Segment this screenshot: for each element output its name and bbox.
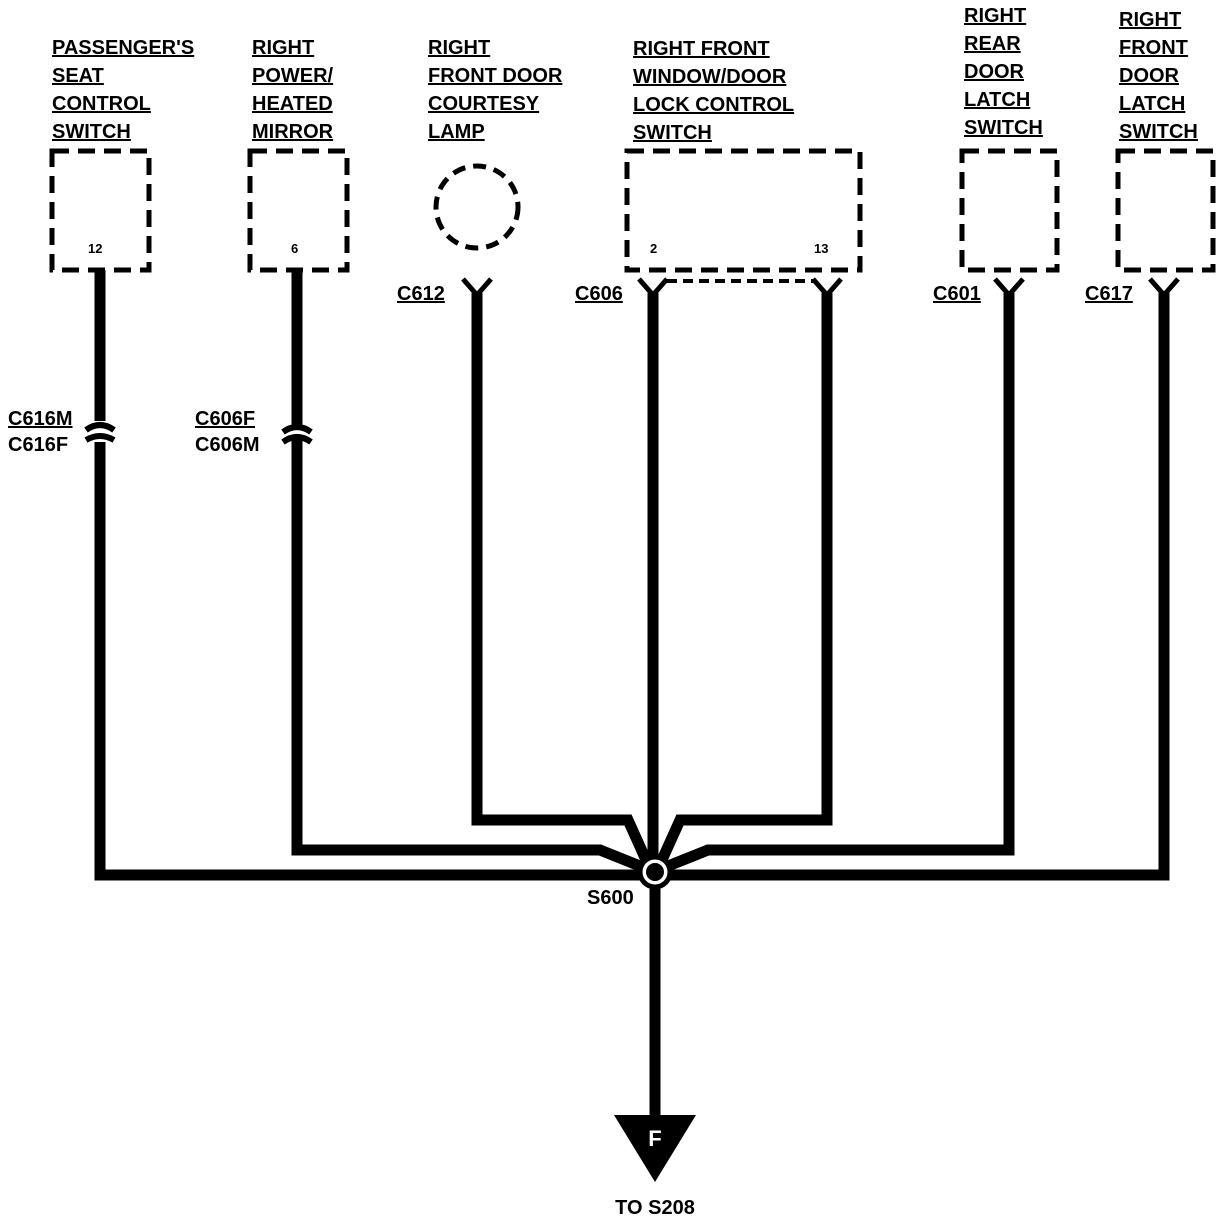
wire-front-latch [668,293,1170,881]
courtesy-lamp-symbol [433,163,521,251]
connector-label-window: C606 [575,283,623,305]
label-line: DOOR [1119,65,1180,87]
label-line: LATCH [964,89,1030,111]
label-line: PASSENGER'S [52,37,194,59]
pin-label: 6 [291,241,298,256]
rear-latch-switch-box [959,148,1060,273]
splice-label: S600 [587,887,634,909]
connector-label-front-latch: C617 [1085,283,1133,305]
connector-label-lamp: C612 [397,283,445,305]
label-line: DOOR [964,61,1025,83]
label-line: LAMP [428,121,485,143]
label-right-rear-door-latch-switch: RIGHT REAR DOOR LATCH SWITCH [964,5,1043,139]
label-line: COURTESY [428,93,540,115]
label-line: HEATED [252,93,333,115]
connector-label-rear-latch: C601 [933,283,981,305]
inline-connector-male [281,434,313,445]
connector-terminal [461,277,493,299]
label-line: WINDOW/DOOR [633,66,787,88]
window-lock-switch-box [624,148,863,273]
ground-destination-label: TO S208 [615,1197,695,1219]
connector-label-mirror-female: C606F [195,408,255,430]
mirror-box [247,148,350,273]
connector-label-seat-male: C616M [8,408,72,430]
label-right-front-door-latch-switch: RIGHT FRONT DOOR LATCH SWITCH [1119,9,1198,143]
connector-terminal [993,277,1025,299]
label-line: RIGHT [1119,9,1181,31]
front-latch-switch-box [1115,148,1216,273]
label-line: SEAT [52,65,104,87]
wire-courtesy-lamp [471,293,652,863]
connector-terminal [811,277,843,299]
label-passengers-seat-control-switch: PASSENGER'S SEAT CONTROL SWITCH [52,37,194,143]
label-line: SWITCH [964,117,1043,139]
label-line: SWITCH [52,121,131,143]
label-line: FRONT [1119,37,1188,59]
label-line: RIGHT FRONT [633,38,770,60]
label-right-power-heated-mirror: RIGHT POWER/ HEATED MIRROR [252,37,334,143]
label-line: RIGHT [428,37,490,59]
label-line: SWITCH [1119,121,1198,143]
wire-window-pin-13 [656,293,833,863]
splice-dot [646,863,664,881]
label-line: SWITCH [633,122,712,144]
connector-terminal [1148,277,1180,299]
pin-label: 2 [650,241,657,256]
label-line: FRONT DOOR [428,65,563,87]
label-line: MIRROR [252,121,334,143]
ground-arrow [614,1115,696,1182]
pin-label: 13 [814,241,828,256]
label-line: POWER/ [252,65,334,87]
inline-connector-female [84,433,116,443]
inline-connector-female [281,424,313,435]
connector-terminal [637,277,669,299]
label-right-front-window-door-lock-control-switch: RIGHT FRONT WINDOW/DOOR LOCK CONTROL SWI… [633,38,794,144]
wire-seat-lower [94,442,640,881]
ground-letter: F [648,1126,661,1151]
pin-label: 12 [88,241,102,256]
inline-connector-male [84,422,116,433]
label-right-front-door-courtesy-lamp: RIGHT FRONT DOOR COURTESY LAMP [428,37,563,143]
connector-label-mirror-male: C606M [195,434,259,456]
label-line: REAR [964,33,1021,55]
wire-rear-latch [665,293,1015,872]
wire-mirror-lower [291,436,643,872]
connector-label-seat-female: C616F [8,434,68,456]
label-line: LOCK CONTROL [633,94,794,116]
label-line: RIGHT [964,5,1026,27]
label-line: RIGHT [252,37,314,59]
label-line: LATCH [1119,93,1185,115]
label-line: CONTROL [52,93,151,115]
